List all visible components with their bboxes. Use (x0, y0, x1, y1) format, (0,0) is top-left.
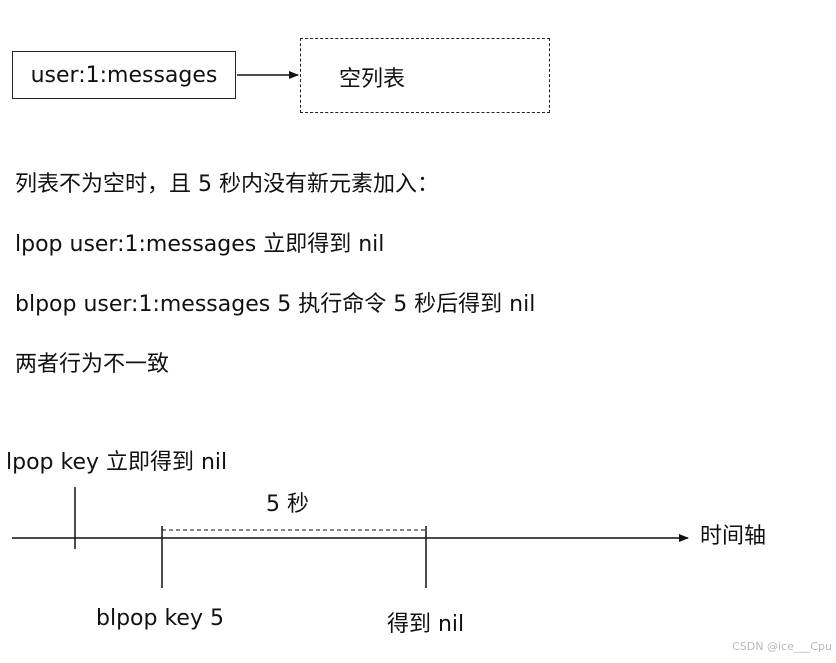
key-box: user:1:messages (12, 51, 236, 99)
condition-text: 列表不为空时，且 5 秒内没有新元素加入： (15, 172, 439, 197)
timeline-axis-label: 时间轴 (700, 524, 767, 549)
lpop-behavior-text: lpop user:1:messages 立即得到 nil (15, 232, 385, 257)
result-timeline-label: 得到 nil (387, 612, 465, 637)
blpop-behavior-text: blpop user:1:messages 5 执行命令 5 秒后得到 nil (15, 292, 536, 317)
empty-list-box: 空列表 (300, 38, 550, 113)
blpop-timeline-label: blpop key 5 (96, 606, 224, 631)
duration-label: 5 秒 (266, 492, 309, 517)
watermark: CSDN @ice___Cpu (732, 640, 832, 653)
key-label: user:1:messages (30, 62, 218, 88)
empty-list-label: 空列表 (339, 67, 406, 92)
conclusion-text: 两者行为不一致 (15, 352, 170, 377)
lpop-timeline-label: lpop key 立即得到 nil (6, 450, 228, 475)
